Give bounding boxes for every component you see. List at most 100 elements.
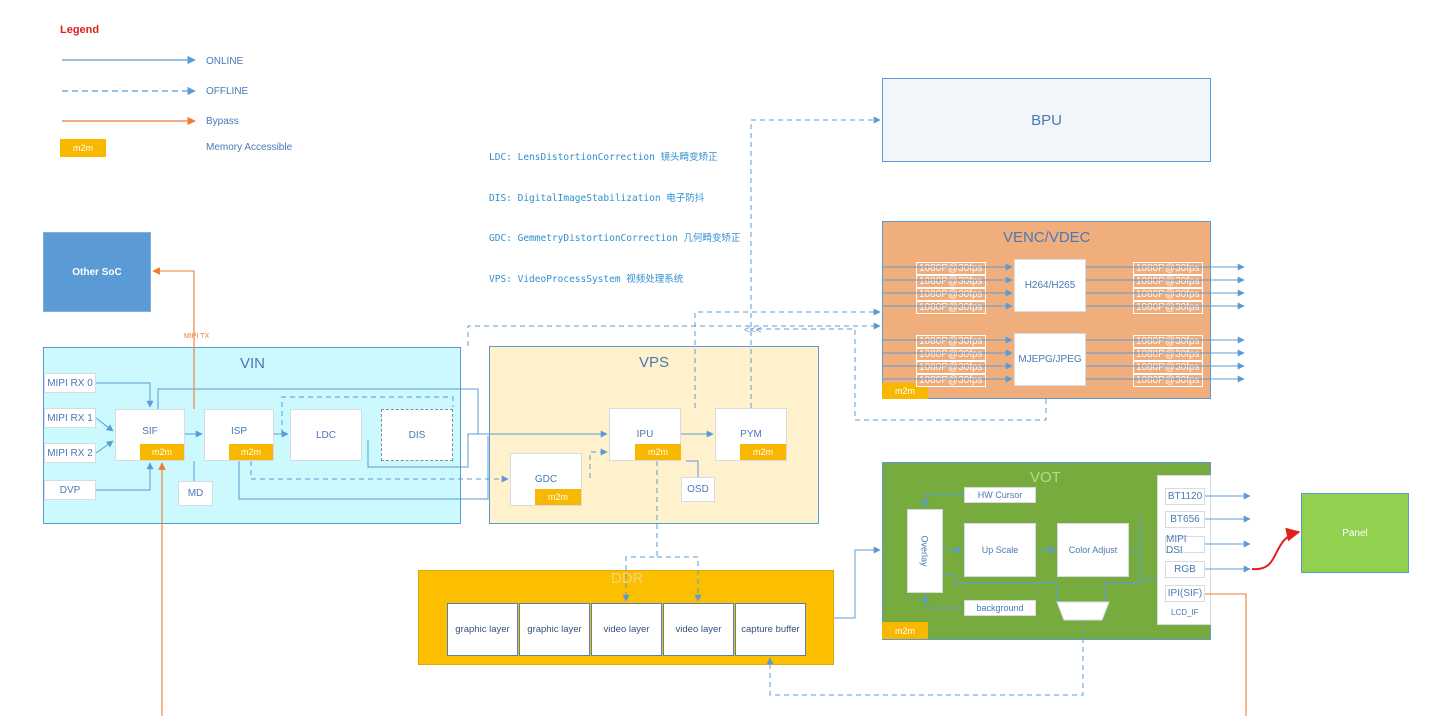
venc-h264-out-2: 1080P@30fps (1133, 275, 1203, 288)
bt656-output: BT656 (1165, 511, 1205, 528)
venc-h264-in-3: 1080P@30fps (916, 288, 986, 301)
other-soc-block: Other SoC (43, 232, 151, 312)
wire-venc-vps-return (750, 328, 1047, 421)
color-adjust-block: Color Adjust (1057, 523, 1129, 577)
wire-rx0-sif (96, 382, 154, 408)
venc-mjpeg-in-4: 1080P@30fps (916, 374, 986, 387)
wire-ipu-osd (686, 460, 699, 477)
venc-h264-out-3: 1080P@30fps (1133, 288, 1203, 301)
wire-coloradjust-mux (1104, 549, 1141, 602)
venc-mjpeg-in-2: 1080P@30fps (916, 348, 986, 361)
bt1120-output: BT1120 (1165, 488, 1205, 505)
legend-bypass-label: Bypass (206, 116, 239, 127)
mipi-dsi-output: MIPI DSI (1165, 534, 1205, 556)
wire-isp-gdc-offline (250, 461, 509, 483)
vps-title: VPS (639, 354, 670, 371)
wire-background-overlay (921, 594, 964, 609)
wire-ddr-vot (834, 546, 881, 619)
wire-gdc-ipu-offline (589, 448, 608, 478)
venc-mjpeg-out-1: 1080P@30fps (1133, 335, 1203, 348)
wire-sif-othersoc-bypass (152, 267, 195, 409)
ddr-video-layer-2: video layer (663, 603, 734, 656)
gdc-label: GDC (534, 474, 558, 485)
mipi-rx2-input: MIPI RX 2 (44, 443, 96, 463)
wire-vot-capture-offline (766, 620, 1084, 696)
wire-rx2-sif (95, 440, 114, 454)
venc-h264-in-1: 1080P@30fps (916, 262, 986, 275)
legend-memory-label: Memory Accessible (206, 142, 293, 153)
pym-label: PYM (740, 429, 762, 440)
isp-label: ISP (230, 426, 248, 437)
vin-title: VIN (240, 355, 266, 372)
mipi-rx0-input: MIPI RX 0 (44, 373, 96, 393)
panel-block: Panel (1301, 493, 1409, 573)
wire-overlay-mux (943, 574, 1058, 602)
bpu-block: BPU (882, 78, 1211, 162)
h264-h265-block: H264/H265 (1014, 259, 1086, 312)
venc-h264-out-4: 1080P@30fps (1133, 301, 1203, 314)
sif-m2m-chip: m2m (140, 444, 184, 460)
rgb-output: RGB (1165, 561, 1205, 578)
venc-mjpeg-out-4: 1080P@30fps (1133, 374, 1203, 387)
wire-sif-top-online (157, 388, 488, 435)
vot-m2m-chip: m2m (882, 622, 928, 639)
dvp-input: DVP (44, 480, 96, 500)
ddr-video-layer-1: video layer (591, 603, 662, 656)
ipu-m2m-chip: m2m (635, 444, 681, 460)
wire-ipu-ddr-offline-2 (657, 556, 702, 602)
overlay-block: Overlay (907, 509, 943, 593)
wire-rgb-panel (1251, 527, 1301, 571)
wire-ldc-ipu (367, 430, 608, 468)
background-block: background (964, 600, 1036, 616)
wire-pym-bpu-offline (750, 116, 881, 408)
venc-mjpeg-out-2: 1080P@30fps (1133, 348, 1203, 361)
venc-mjpeg-out-3: 1080P@30fps (1133, 361, 1203, 374)
legend-online-label: ONLINE (206, 56, 244, 67)
abbreviation-list: LDC: LensDistortionCorrection 镜头畸变矫正 DIS… (489, 124, 740, 313)
dis-block: DIS (381, 409, 453, 461)
pym-m2m-chip: m2m (740, 444, 786, 460)
mipi-tx-label: MIPI TX (184, 333, 210, 340)
ddr-title: DDR (611, 570, 644, 587)
vot-mux-shape (1056, 601, 1110, 621)
venc-mjpeg-in-3: 1080P@30fps (916, 361, 986, 374)
wire-vps-venc-offline (467, 322, 881, 346)
ldc-block: LDC (290, 409, 362, 461)
wire-ipi-sif-bypass (1205, 593, 1247, 716)
wire-isp-bottom (238, 436, 489, 500)
ddr-graphic-layer-1: graphic layer (447, 603, 518, 656)
venc-h264-in-2: 1080P@30fps (916, 275, 986, 288)
abbr-ldc: LDC: LensDistortionCorrection 镜头畸变矫正 (489, 152, 718, 163)
legend-offline-label: OFFLINE (206, 86, 249, 97)
abbr-dis: DIS: DigitalImageStabilization 电子防抖 (489, 192, 705, 204)
sif-label: SIF (142, 426, 158, 437)
gdc-m2m-chip: m2m (535, 489, 581, 505)
ddr-capture-buffer: capture buffer (735, 603, 806, 656)
isp-m2m-chip: m2m (229, 444, 273, 460)
venc-vdec-title: VENC/VDEC (1003, 229, 1091, 246)
return-chevrons: <<< (744, 325, 762, 336)
wire-rx1-sif (95, 417, 114, 432)
wire-ipu-venc-offline (694, 308, 881, 408)
wire-mux-outputs (1139, 515, 1157, 581)
vot-title: VOT (1030, 469, 1061, 486)
ipu-label: IPU (636, 429, 654, 440)
ipi-sif-output: IPI(SIF) (1165, 585, 1205, 602)
abbr-gdc: GDC: GemmetryDistortionCorrection 几何畸变矫正 (489, 233, 741, 244)
legend-m2m-chip: m2m (60, 139, 106, 157)
abbr-vps: VPS: VideoProcessSystem 视频处理系统 (489, 273, 684, 285)
wire-hwcursor-overlay (921, 494, 964, 508)
venc-h264-in-4: 1080P@30fps (916, 301, 986, 314)
md-block: MD (178, 481, 213, 506)
legend-title: Legend (60, 24, 100, 36)
osd-block: OSD (681, 477, 715, 502)
wire-dvp-sif (96, 462, 154, 491)
ddr-graphic-layer-2: graphic layer (519, 603, 590, 656)
hw-cursor-block: HW Cursor (964, 487, 1036, 503)
venc-mjpeg-in-1: 1080P@30fps (916, 335, 986, 348)
venc-m2m-chip: m2m (882, 383, 928, 399)
wire-ldc-dis-loop (281, 396, 454, 434)
up-scale-block: Up Scale (964, 523, 1036, 577)
